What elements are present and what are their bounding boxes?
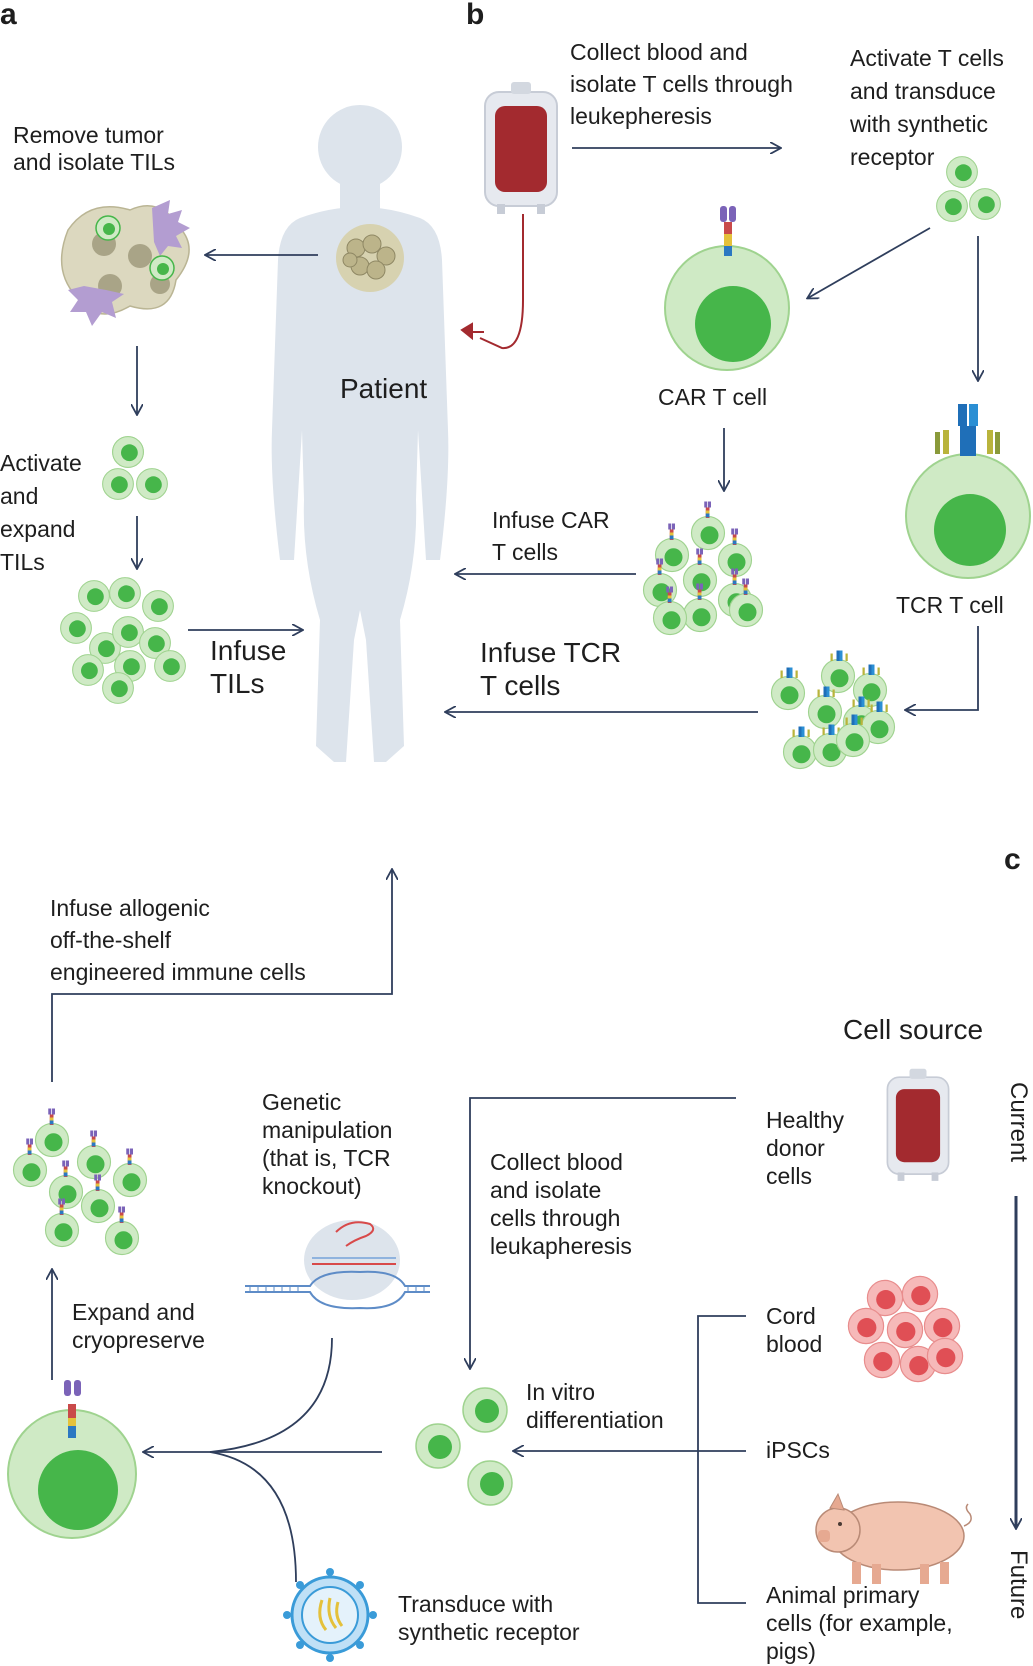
transduce-label: Transduce with synthetic receptor <box>398 1591 580 1645</box>
differentiated-cells <box>415 1387 513 1506</box>
remove-tumor-label: Remove tumor and isolate TILs <box>13 122 175 175</box>
timeline-current-label: Current <box>1005 1082 1032 1163</box>
cord-blood-cluster <box>847 1275 964 1383</box>
patient-silhouette <box>271 105 449 762</box>
panel-label-b: b <box>466 0 485 31</box>
pig-icon <box>815 1492 972 1584</box>
crispr-icon <box>245 1220 430 1310</box>
infuse-car-label: Infuse CAR T cells <box>492 507 610 565</box>
tumor-icon <box>336 224 404 292</box>
engineered-cell-cluster <box>12 1107 148 1256</box>
expanded-tils <box>60 577 186 704</box>
car-t-cell-label: CAR T cell <box>658 384 768 410</box>
genetic-manipulation-label: Genetic manipulation (that is, TCR knock… <box>262 1089 393 1199</box>
cell-source-heading: Cell source <box>843 1014 984 1045</box>
collect-blood-label: Collect blood and isolate T cells throug… <box>570 39 793 129</box>
tcr-t-cluster <box>770 649 896 770</box>
expand-cryopreserve-label: Expand and cryopreserve <box>72 1299 205 1353</box>
collect-blood-cells-label: Collect blood and isolate cells through … <box>490 1149 632 1259</box>
donor-blood-bag-icon <box>886 1067 950 1182</box>
patient-label: Patient <box>340 373 428 404</box>
source-healthy-donor: Healthy donor cells <box>766 1107 844 1189</box>
car-t-cell-icon <box>664 206 790 371</box>
car-t-cluster <box>642 500 764 636</box>
in-vitro-differentiation-label: In vitro differentiation <box>526 1379 664 1433</box>
tils-tumor-cluster <box>60 200 190 326</box>
tcr-t-cell-icon <box>905 404 1031 579</box>
panel-label-c: c <box>1004 843 1021 876</box>
panel-label-a: a <box>0 0 17 31</box>
blood-bag-icon <box>484 81 558 215</box>
infuse-tils-label: Infuse TILs <box>210 635 287 699</box>
tcr-t-cell-label: TCR T cell <box>896 592 1004 618</box>
timeline-future-label: Future <box>1005 1550 1032 1620</box>
infuse-tcr-label: Infuse TCR T cells <box>480 637 622 701</box>
activate-expand-label: Activate and expand TILs <box>0 450 82 575</box>
source-animal-primary: Animal primary cells (for example, pigs) <box>766 1582 953 1664</box>
activate-transduce-label: Activate T cells and transduce with synt… <box>850 45 1004 170</box>
engineered-car-cell-icon <box>7 1380 137 1539</box>
virus-icon <box>283 1568 377 1662</box>
infuse-allogenic-label: Infuse allogenic off-the-shelf engineere… <box>50 895 306 985</box>
source-ipscs: iPSCs <box>766 1437 830 1463</box>
source-cord-blood: Cord blood <box>766 1303 823 1357</box>
